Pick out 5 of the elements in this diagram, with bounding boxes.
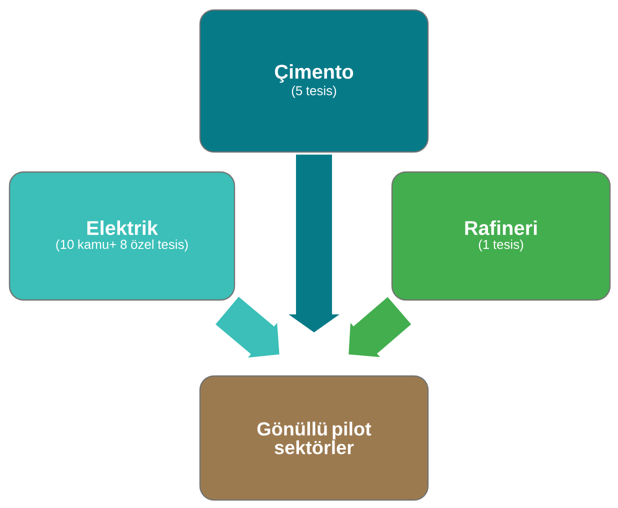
- sector-box: Rafineri (1 tesis): [391, 171, 611, 301]
- sector-box: Elektrik (10 kamu+ 8 özel tesis): [8, 171, 236, 301]
- sector-box: Çimento (5 tesis): [199, 9, 429, 153]
- block-arrow: [348, 297, 412, 358]
- sector-box: Gönüllü pilot sektörler: [199, 375, 429, 501]
